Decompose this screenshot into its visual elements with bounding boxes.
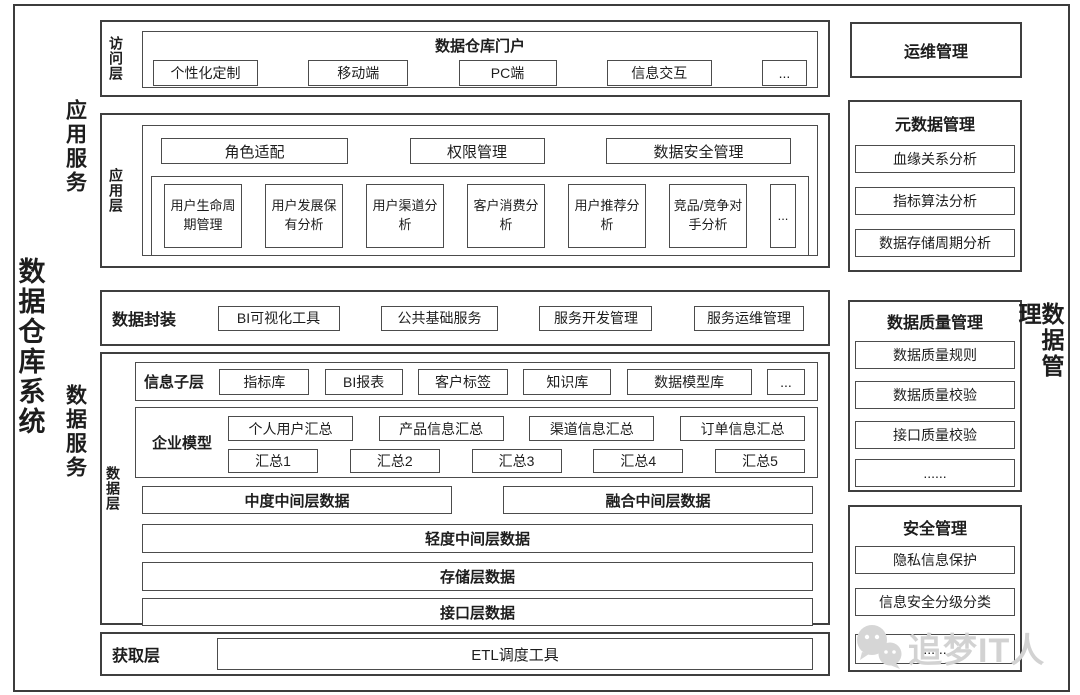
ops-management-title: 运维管理 <box>903 44 968 61</box>
aggregation-item: 汇总2 <box>349 449 440 473</box>
ops-management-box: 运维管理 <box>850 22 1022 78</box>
middle-data-row: 中度中间层数据 融合中间层数据 <box>142 486 813 514</box>
info-item: BI报表 <box>324 368 403 395</box>
acquisition-layer-label: 获取层 <box>112 648 161 665</box>
analysis-item: 竞品/竞争对手分析 <box>669 184 747 248</box>
label-data-management: 数据管理 <box>1015 302 1064 380</box>
aggregation-item: 汇总1 <box>228 449 318 473</box>
analysis-item: 用户推荐分析 <box>568 184 646 248</box>
governance-item: 权限管理 <box>409 138 545 164</box>
etl-tool-box: ETL调度工具 <box>217 638 813 670</box>
app-layer-section: 应用层 角色适配 权限管理 数据安全管理 用户生命周期管理 用户发展保有分析 用… <box>100 113 830 268</box>
light-middle-layer-row: 轻度中间层数据 <box>142 524 813 553</box>
interface-layer-row: 接口层数据 <box>142 598 813 626</box>
security-title: 安全管理 <box>902 521 967 538</box>
encapsulation-item: BI可视化工具 <box>217 305 340 331</box>
label-app-services: 应用服务 <box>63 99 87 195</box>
portal-box: 数据仓库门户 个性化定制 移动端 PC端 信息交互 ... <box>142 31 818 88</box>
metadata-item: 指标算法分析 <box>855 187 1015 215</box>
aggregation-item: 汇总3 <box>471 449 562 473</box>
encapsulation-row: 数据封装 BI可视化工具 公共基础服务 服务开发管理 服务运维管理 <box>102 292 828 344</box>
portal-items-row: 个性化定制 移动端 PC端 信息交互 ... <box>143 56 817 86</box>
summary-item: 个人用户汇总 <box>228 416 353 441</box>
portal-item: 个性化定制 <box>153 60 258 86</box>
portal-item-more: ... <box>762 60 807 86</box>
aggregation-item: 汇总5 <box>715 449 805 473</box>
analysis-item: 用户生命周期管理 <box>164 184 242 248</box>
middle-data-item: 中度中间层数据 <box>142 486 452 514</box>
quality-item: 数据质量规则 <box>855 341 1015 369</box>
data-quality-title: 数据质量管理 <box>886 315 983 332</box>
quality-item-more: ...... <box>855 459 1015 487</box>
access-layer-label: 访问层 <box>108 36 124 81</box>
aggregation-row: 汇总1 汇总2 汇总3 汇总4 汇总5 <box>228 449 805 473</box>
info-item: 指标库 <box>219 368 310 395</box>
governance-row: 角色适配 权限管理 数据安全管理 <box>143 126 817 164</box>
portal-item: 移动端 <box>308 60 409 86</box>
portal-title: 数据仓库门户 <box>434 38 525 55</box>
security-item: 信息安全分级分类 <box>855 588 1015 616</box>
enterprise-model-box: 企业模型 个人用户汇总 产品信息汇总 渠道信息汇总 订单信息汇总 汇总1 汇总2… <box>135 407 818 478</box>
info-sublayer-box: 信息子层 指标库 BI报表 客户标签 知识库 数据模型库 ... <box>135 362 818 401</box>
quality-item: 数据质量校验 <box>855 381 1015 409</box>
metadata-item: 血缘关系分析 <box>855 145 1015 173</box>
encapsulation-item: 公共基础服务 <box>380 305 498 331</box>
security-management-box: 安全管理 隐私信息保护 信息安全分级分类 ...... <box>848 505 1022 672</box>
enterprise-model-rows: 个人用户汇总 产品信息汇总 渠道信息汇总 订单信息汇总 汇总1 汇总2 汇总3 … <box>228 408 817 477</box>
metadata-item: 数据存储周期分析 <box>855 229 1015 257</box>
analysis-item-more: ... <box>770 184 796 248</box>
security-item-more: ...... <box>855 634 1015 664</box>
data-encapsulation-section: 数据封装 BI可视化工具 公共基础服务 服务开发管理 服务运维管理 <box>100 290 830 346</box>
summary-item: 产品信息汇总 <box>378 416 504 441</box>
app-layer-label: 应用层 <box>108 168 124 213</box>
analysis-item: 用户渠道分析 <box>366 184 444 248</box>
aggregation-item: 汇总4 <box>593 449 684 473</box>
security-item: 隐私信息保护 <box>855 546 1015 574</box>
portal-item: PC端 <box>458 60 557 86</box>
metadata-title: 元数据管理 <box>894 117 975 134</box>
access-layer-section: 访问层 数据仓库门户 个性化定制 移动端 PC端 信息交互 ... <box>100 20 830 97</box>
label-data-services: 数据服务 <box>63 384 87 480</box>
analysis-item: 用户发展保有分析 <box>265 184 343 248</box>
storage-layer-row: 存储层数据 <box>142 562 813 591</box>
summary-row: 个人用户汇总 产品信息汇总 渠道信息汇总 订单信息汇总 <box>228 416 805 441</box>
acquisition-layer-section: 获取层 ETL调度工具 <box>100 632 830 676</box>
data-quality-management-box: 数据质量管理 数据质量规则 数据质量校验 接口质量校验 ...... <box>848 300 1022 492</box>
summary-item: 订单信息汇总 <box>679 416 805 441</box>
governance-item: 数据安全管理 <box>606 138 791 164</box>
metadata-management-box: 元数据管理 血缘关系分析 指标算法分析 数据存储周期分析 <box>848 100 1022 272</box>
info-item: 客户标签 <box>418 368 508 395</box>
summary-item: 渠道信息汇总 <box>529 416 655 441</box>
analysis-item: 客户消费分析 <box>467 184 545 248</box>
portal-item: 信息交互 <box>606 60 712 86</box>
middle-data-item: 融合中间层数据 <box>503 486 813 514</box>
app-layer-inner-box: 角色适配 权限管理 数据安全管理 用户生命周期管理 用户发展保有分析 用户渠道分… <box>142 125 818 256</box>
data-layer-section: 数据层 信息子层 指标库 BI报表 客户标签 知识库 数据模型库 ... 企业模… <box>100 352 830 626</box>
info-item: 知识库 <box>523 368 612 395</box>
info-sublayer-label: 信息子层 <box>144 374 205 391</box>
info-item-more: ... <box>766 368 805 395</box>
encapsulation-label: 数据封装 <box>112 312 177 329</box>
encapsulation-item: 服务开发管理 <box>539 305 653 331</box>
analysis-row-box: 用户生命周期管理 用户发展保有分析 用户渠道分析 客户消费分析 用户推荐分析 竞… <box>151 176 809 256</box>
system-title: 数据仓库系统 <box>14 257 45 437</box>
encapsulation-item: 服务运维管理 <box>693 305 804 331</box>
quality-item: 接口质量校验 <box>855 421 1015 449</box>
enterprise-model-label: 企业模型 <box>151 435 212 452</box>
data-layer-label: 数据层 <box>105 466 121 511</box>
governance-item: 角色适配 <box>161 138 348 164</box>
info-item: 数据模型库 <box>626 368 752 395</box>
diagram-outer-border <box>13 4 1070 692</box>
data-layer-content: 信息子层 指标库 BI报表 客户标签 知识库 数据模型库 ... 企业模型 个人… <box>135 354 818 626</box>
